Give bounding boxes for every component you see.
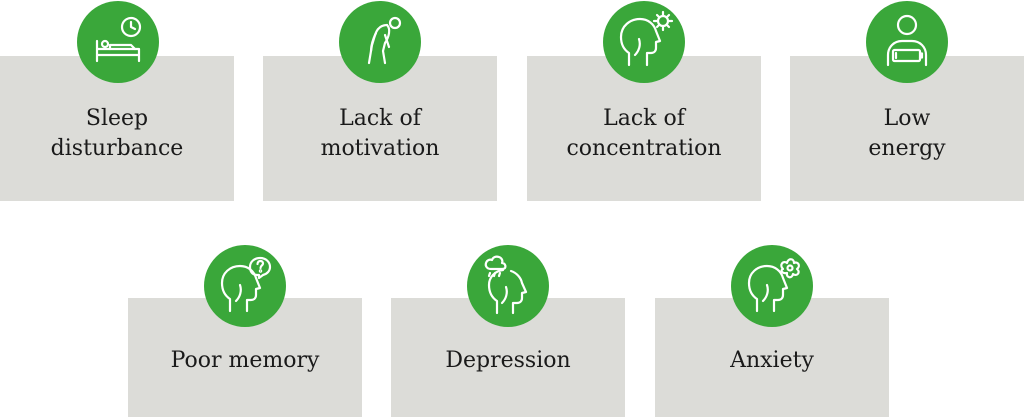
- symptom-label: Sleep disturbance: [50, 106, 184, 161]
- bed-clock-icon: [77, 1, 159, 83]
- symptom-label: Depression: [445, 348, 571, 373]
- symptom-label: Lack of concentration: [566, 106, 722, 161]
- symptom-label: Low energy: [868, 106, 946, 161]
- slouching-person-icon: [339, 1, 421, 83]
- symptom-label: Anxiety: [730, 348, 814, 373]
- head-tangle-icon: [731, 245, 813, 327]
- symptom-label: Poor memory: [170, 348, 320, 373]
- head-raincloud-icon: [467, 245, 549, 327]
- head-target-icon: [603, 1, 685, 83]
- head-question-icon: [204, 245, 286, 327]
- symptom-card-lack-of-concentration: Lack of concentration: [527, 56, 761, 201]
- person-low-battery-icon: [866, 1, 948, 83]
- symptom-label: Lack of motivation: [320, 106, 440, 161]
